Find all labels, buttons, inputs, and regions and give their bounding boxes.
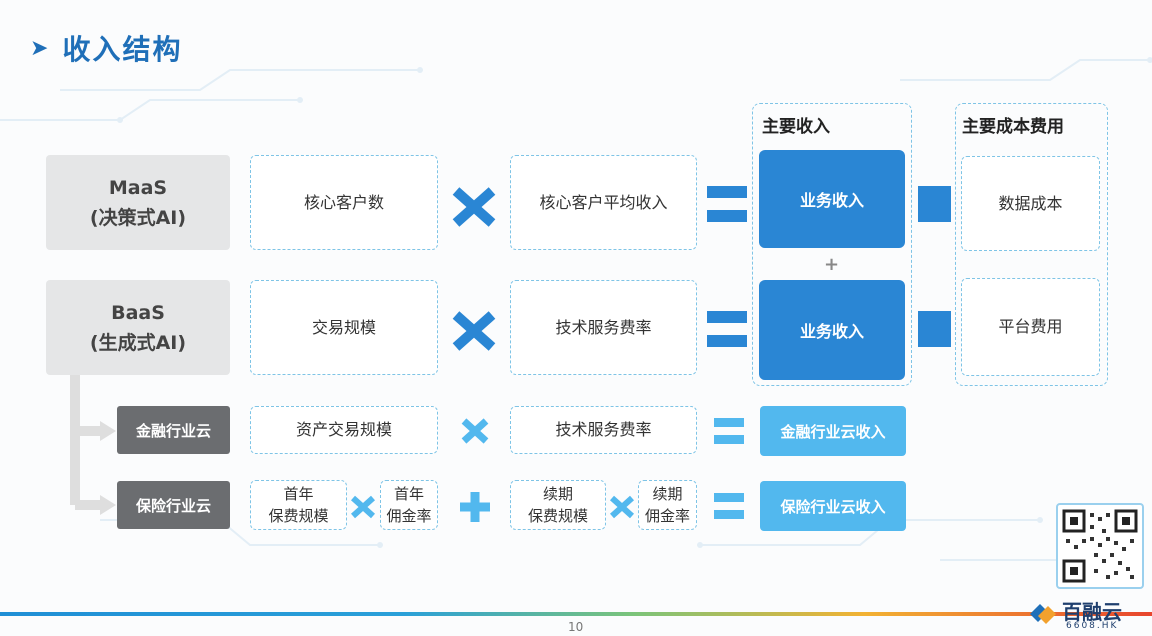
footer-gradient-line [0, 612, 1152, 616]
qr-code-icon [1056, 503, 1144, 589]
maas-factor-core-customers: 核心客户数 [250, 155, 438, 250]
equals-icon [714, 418, 744, 444]
maas-label-line1: MaaS [108, 176, 168, 199]
maas-label-line2: (决策式AI) [89, 206, 187, 229]
plus-icon: + [824, 254, 840, 275]
insurance-renewal-commission: 续期 佣金率 [638, 480, 697, 530]
branch-connector [70, 375, 116, 515]
maas-label: MaaS (决策式AI) [46, 155, 230, 250]
baas-label-line1: BaaS [111, 301, 165, 324]
page-title: 收入结构 [62, 33, 183, 66]
baas-business-revenue: 业务收入 [759, 280, 905, 380]
cost-connector-block [918, 311, 951, 347]
multiply-icon [350, 495, 376, 519]
arrow-right-icon: ➤ [30, 35, 49, 61]
finance-factor-asset-volume: 资产交易规模 [250, 406, 438, 454]
maas-factor-avg-revenue: 核心客户平均收入 [510, 155, 697, 250]
insurance-first-year-commission: 首年 佣金率 [380, 480, 438, 530]
baas-label-line2: (生成式AI) [89, 331, 187, 354]
main-cost-frame [955, 103, 1108, 386]
insurance-first-year-premium: 首年 保费规模 [250, 480, 347, 530]
main-revenue-header: 主要收入 [762, 117, 830, 137]
equals-icon [707, 186, 747, 222]
first-year-commission-line2: 佣金率 [386, 507, 432, 525]
multiply-icon [461, 418, 489, 444]
finance-factor-service-rate: 技术服务费率 [510, 406, 697, 454]
page-title-group: ➤ 收入结构 [30, 26, 182, 70]
logo-ticker: 6608.HK [1066, 621, 1119, 631]
multiply-icon [609, 495, 635, 519]
renewal-commission-line1: 续期 [652, 485, 683, 503]
multiply-icon [452, 311, 496, 351]
renewal-commission-line2: 佣金率 [644, 507, 690, 525]
baas-factor-service-rate: 技术服务费率 [510, 280, 697, 375]
main-cost-header: 主要成本费用 [962, 117, 1064, 137]
first-year-premium-line1: 首年 [283, 485, 314, 503]
baas-factor-trade-volume: 交易规模 [250, 280, 438, 375]
plus-icon [460, 492, 490, 522]
finance-cloud-label: 金融行业云 [117, 406, 230, 454]
equals-icon [714, 493, 744, 519]
main-revenue-frame [752, 103, 912, 386]
insurance-renewal-premium: 续期 保费规模 [510, 480, 606, 530]
maas-business-revenue: 业务收入 [759, 150, 905, 248]
baas-label: BaaS (生成式AI) [46, 280, 230, 375]
equals-icon [707, 311, 747, 347]
logo-icon [1024, 598, 1058, 628]
finance-cloud-revenue: 金融行业云收入 [760, 406, 906, 456]
insurance-cloud-revenue: 保险行业云收入 [760, 481, 906, 531]
multiply-icon [452, 187, 496, 227]
first-year-premium-line2: 保费规模 [268, 507, 329, 525]
renewal-premium-line2: 保费规模 [527, 507, 588, 525]
insurance-cloud-label: 保险行业云 [117, 481, 230, 529]
data-cost: 数据成本 [961, 156, 1100, 251]
first-year-commission-line1: 首年 [393, 485, 424, 503]
page-number: 10 [568, 620, 584, 634]
renewal-premium-line1: 续期 [542, 485, 573, 503]
platform-fee: 平台费用 [961, 278, 1100, 376]
logo-name: 百融云 [1062, 600, 1122, 624]
cost-connector-block [918, 186, 951, 222]
